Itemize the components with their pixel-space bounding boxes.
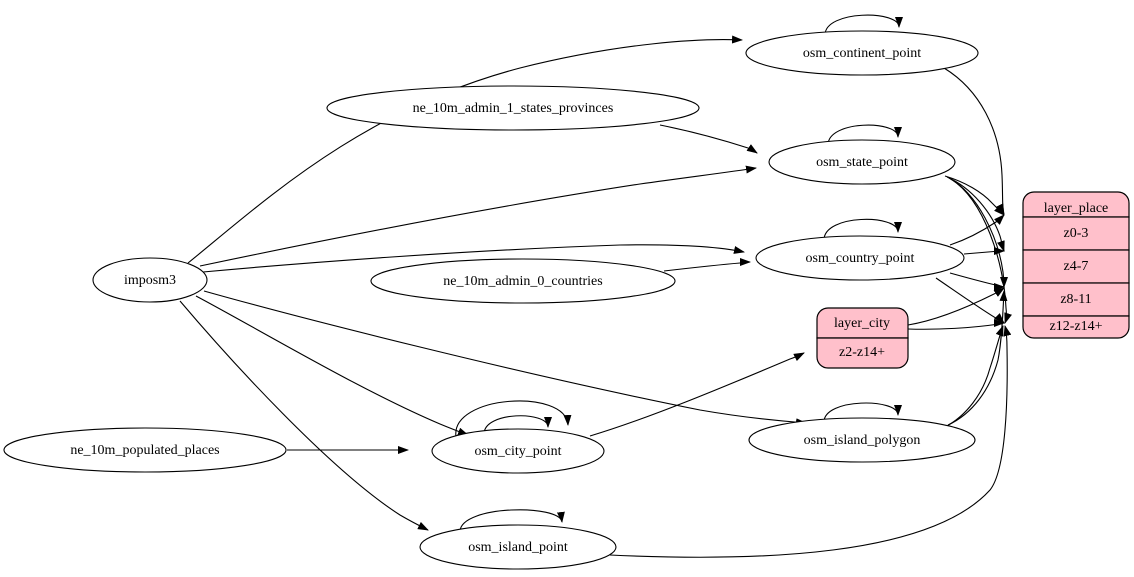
edge-osm-island-polygon-to-layer-place-z12-z14 — [944, 325, 1004, 428]
layer-city-row-z2-z14-cell[interactable] — [816, 337, 909, 369]
edge-imposm3-to-osm-island-point — [179, 300, 429, 531]
node-imposm3-label: imposm3 — [124, 273, 176, 288]
edge-self-loop-osm-country-point — [823, 218, 902, 241]
layer-place-z8-11-label: z8-11 — [1060, 292, 1091, 307]
node-osm-state-point-label: osm_state_point — [816, 155, 908, 170]
layer-place-row-header-cell[interactable] — [1022, 191, 1130, 218]
node-osm-continent-point[interactable]: osm_continent_point — [745, 30, 979, 76]
layer-place-row-z12-z14-cell[interactable] — [1022, 315, 1130, 339]
edge-ne-admin0-to-osm-country-point — [663, 258, 751, 272]
layer-place-z0-3-label: z0-3 — [1064, 226, 1089, 241]
edge-osm-state-point-to-layer-place-z8-11 — [948, 177, 1008, 288]
edge-layer-city-to-layer-place-z8-11 — [907, 287, 1005, 326]
node-osm-city-point[interactable]: osm_city_point — [431, 428, 605, 474]
edge-osm-country-point-to-layer-place-z8-11 — [949, 272, 1005, 291]
node-ne-10m-admin-0-countries[interactable]: ne_10m_admin_0_countries — [370, 258, 676, 304]
node-ne-admin0-label: ne_10m_admin_0_countries — [443, 274, 602, 289]
edge-self-loop-osm-continent-point — [824, 14, 903, 36]
node-osm-island-point[interactable]: osm_island_point — [419, 524, 617, 570]
edge-layer — [179, 14, 1012, 558]
node-osm-island-polygon[interactable]: osm_island_polygon — [748, 417, 976, 463]
node-osm-country-point-label: osm_country_point — [806, 251, 915, 266]
node-osm-continent-point-label: osm_continent_point — [803, 46, 921, 61]
node-ne-10m-admin-1-states-provinces[interactable]: ne_10m_admin_1_states_provinces — [326, 85, 700, 131]
layer-city-z2-z14-label: z2-z14+ — [839, 345, 885, 360]
layer-place-row-z8-11-cell[interactable] — [1022, 282, 1130, 317]
node-ne-populated-places-label: ne_10m_populated_places — [70, 443, 219, 458]
layer-place-header-label: layer_place — [1044, 201, 1109, 216]
edge-osm-country-point-to-layer-place-z4-7 — [963, 247, 1005, 255]
layer-place-row-z0-3-cell[interactable] — [1022, 216, 1130, 251]
node-layer: imposm3 ne_10m_admin_1_states_provinces … — [3, 30, 979, 570]
node-osm-country-point[interactable]: osm_country_point — [755, 235, 965, 281]
layer-city-header-label: layer_city — [834, 316, 890, 331]
node-imposm3[interactable]: imposm3 — [92, 257, 208, 303]
node-osm-island-polygon-label: osm_island_polygon — [804, 433, 921, 448]
edge-self-loop-osm-island-point — [459, 509, 565, 532]
edge-imposm3-to-osm-state-point — [199, 165, 757, 267]
edge-ne-admin1-to-osm-state-point — [659, 124, 758, 154]
edge-osm-island-point-to-layer-place-z12-z14 — [609, 325, 1012, 558]
layer-place-z4-7-label: z4-7 — [1064, 259, 1089, 274]
edge-self-loop-inner-osm-city-point — [483, 415, 552, 435]
node-ne-admin1-label: ne_10m_admin_1_states_provinces — [413, 101, 614, 116]
edge-osm-country-point-to-layer-place-z0-3 — [949, 214, 1005, 246]
edge-imposm3-to-osm-country-point — [202, 244, 745, 273]
edge-imposm3-to-osm-continent-point — [187, 35, 743, 264]
layer-place-row-z4-7-cell[interactable] — [1022, 249, 1130, 284]
edge-osm-city-point-to-layer-city-z2-z14 — [589, 352, 805, 437]
layer-place-z12-z14-label: z12-z14+ — [1050, 319, 1103, 334]
edge-imposm3-to-osm-island-polygon — [203, 290, 807, 427]
layer-city-row-header-cell[interactable] — [816, 307, 909, 339]
node-osm-island-point-label: osm_island_point — [468, 540, 568, 555]
edge-osm-continent-point-to-layer-place-z0-3 — [943, 67, 1005, 215]
edge-layer-city-to-layer-place-z12-z14 — [907, 319, 1005, 330]
edge-osm-island-polygon-to-layer-place-z8-11 — [947, 290, 1008, 426]
edge-osm-state-point-to-layer-place-z0-3 — [944, 175, 1005, 216]
layer-city-record[interactable]: layer_city z2-z14+ — [816, 307, 909, 369]
edge-self-loop-osm-island-polygon — [823, 402, 902, 423]
layer-place-record[interactable]: layer_place z0-3 z4-7 z8-11 z12-z14+ — [1022, 191, 1130, 339]
edge-self-loop-outer-osm-city-point — [455, 400, 572, 438]
edge-self-loop-osm-state-point — [827, 124, 902, 146]
node-osm-state-point[interactable]: osm_state_point — [768, 139, 956, 185]
node-osm-city-point-label: osm_city_point — [474, 444, 561, 459]
node-ne-10m-populated-places[interactable]: ne_10m_populated_places — [3, 427, 287, 473]
